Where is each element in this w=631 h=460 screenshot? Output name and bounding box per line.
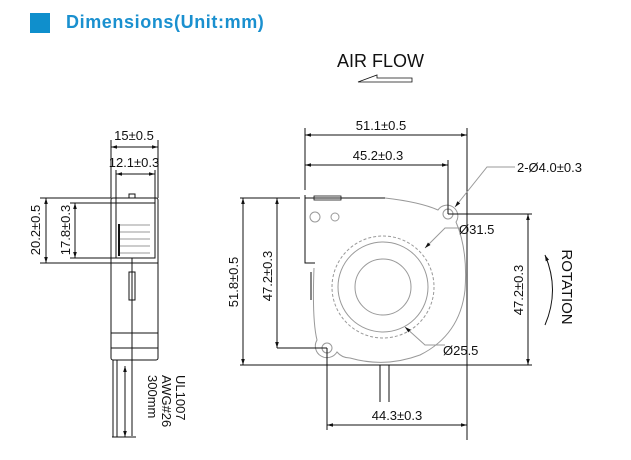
front-hole-pitch-top: 45.2±0.3 xyxy=(353,148,404,163)
front-width-outer: 51.1±0.5 xyxy=(356,118,407,133)
wire-spec: UL1007 AWG#26 300mm xyxy=(145,375,188,427)
airflow-arrow-icon xyxy=(357,74,413,83)
side-height-outer: 20.2±0.5 xyxy=(28,205,43,256)
wire-gauge: AWG#26 xyxy=(159,375,174,427)
side-width-inner: 12.1±0.3 xyxy=(109,155,160,170)
side-height-inner: 17.8±0.3 xyxy=(58,205,73,256)
front-inner-diameter: Ø25.5 xyxy=(443,343,478,358)
side-width-outer: 15±0.5 xyxy=(114,128,154,143)
rotation-arrow-icon xyxy=(544,254,553,326)
side-view xyxy=(40,140,159,438)
front-hole-pitch-left: 47.2±0.3 xyxy=(260,251,275,302)
rotation-label: ROTATION xyxy=(558,249,575,324)
front-hole-pitch-right: 47.2±0.3 xyxy=(511,265,526,316)
front-view xyxy=(240,128,553,440)
page-title: Dimensions(Unit:mm) xyxy=(66,12,265,32)
front-height-outer: 51.8±0.5 xyxy=(226,257,241,308)
airflow-label: AIR FLOW xyxy=(337,51,424,71)
wire-length: 300mm xyxy=(145,375,160,418)
front-holes: 2-Ø4.0±0.3 xyxy=(517,160,582,175)
section-marker xyxy=(30,13,50,33)
front-hole-pitch-bottom: 44.3±0.3 xyxy=(372,408,423,423)
front-outer-diameter: Ø31.5 xyxy=(459,222,494,237)
wire-type: UL1007 xyxy=(173,375,188,421)
